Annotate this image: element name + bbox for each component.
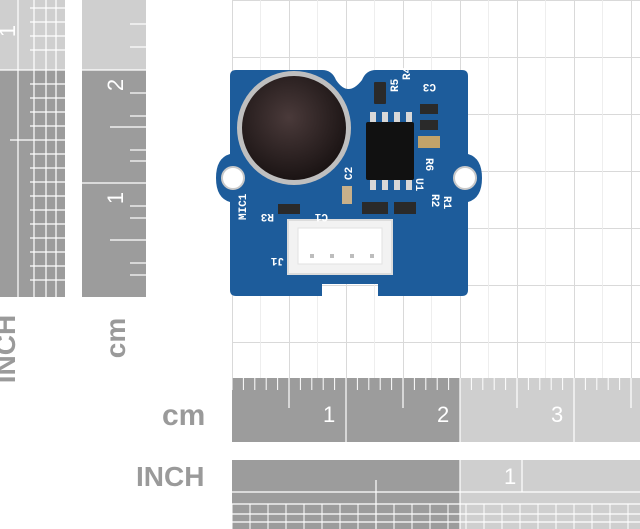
silkscreen-label: C2 [344,167,356,180]
silkscreen-label: R3 [260,210,274,222]
cm-ruler-light [82,0,146,70]
vertical-rulers [0,0,146,297]
cm-ruler-number: 1 [323,402,336,427]
cm-ruler-number: 1 [103,191,129,205]
silkscreen-label: C3 [422,80,436,92]
bottom-inch-unit-label: INCH [136,461,205,492]
inch-ruler-light [0,0,65,70]
cm-ruler-number: 3 [551,402,564,427]
mounting-hole-left [221,166,245,190]
inch-ruler-ticks [0,0,65,297]
cm-ruler-ticks [82,23,146,276]
bottom-cm-ruler [232,378,640,442]
silkscreen-label: MIC1 [238,193,250,220]
inch-ruler-number: 1 [0,25,21,37]
inch-ruler-number: 1 [504,464,517,489]
mounting-hole-right [453,166,477,190]
bottom-inch-ruler [232,460,640,529]
silkscreen-label: R2 [428,194,440,207]
cm-ruler-unit-label: cm [100,317,132,359]
bottom-cm-unit-label: cm [162,399,206,432]
silkscreen-label: R1 [440,196,452,210]
sound-sensor-board: MIC1 R3 C1 C2 C3 R5 R4 R6 R2 R1 U1 J1 [216,66,482,296]
silkscreen-label: C1 [314,210,328,222]
cm-ruler-number: 2 [437,402,450,427]
silkscreen-label: R5 [390,78,402,92]
microphone-capsule [242,76,346,180]
inch-ruler-dark [0,70,65,297]
silkscreen-label: U1 [412,178,424,192]
ic-chip [366,122,414,180]
inch-ruler-unit-label: INCH [0,314,22,384]
silkscreen-label: R4 [402,66,414,80]
silkscreen-label: J1 [270,254,284,266]
silkscreen-label: R6 [422,158,434,171]
cm-ruler-number: 2 [103,78,129,92]
